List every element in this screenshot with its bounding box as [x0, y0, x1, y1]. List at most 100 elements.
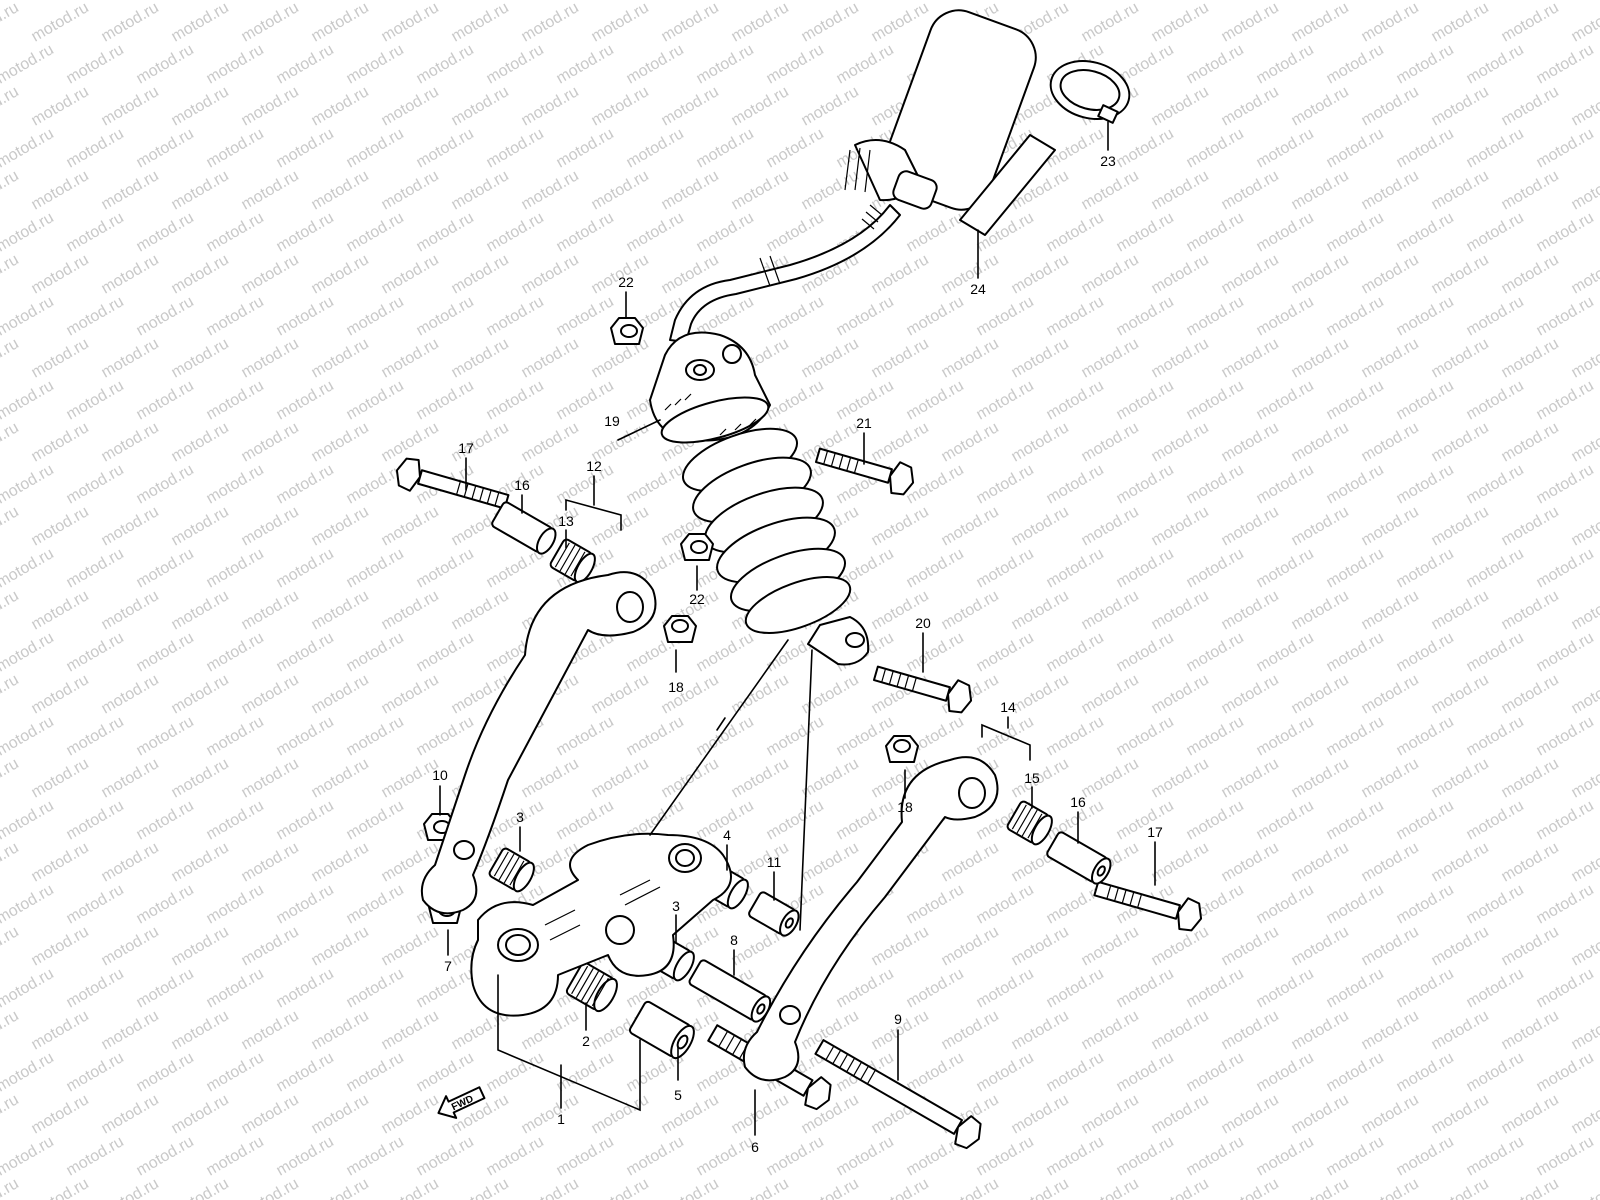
watermark-text: motod.ru [834, 0, 897, 3]
watermark-text: motod.ru [309, 83, 372, 129]
watermark-text: motod.ru [904, 209, 967, 255]
watermark-text: motod.ru [1569, 923, 1600, 969]
watermark-text: motod.ru [134, 545, 197, 591]
watermark-text: motod.ru [1534, 965, 1597, 1011]
watermark-text: motod.ru [1114, 713, 1177, 759]
watermark-text: motod.ru [484, 1133, 547, 1179]
watermark-text: motod.ru [519, 419, 582, 465]
watermark-text: motod.ru [939, 1175, 1002, 1200]
watermark-text: motod.ru [344, 881, 407, 927]
watermark-text: motod.ru [519, 167, 582, 213]
watermark-text: motod.ru [1394, 125, 1457, 171]
watermark-text: motod.ru [1429, 755, 1492, 801]
watermark-text: motod.ru [1464, 377, 1527, 423]
watermark-text: motod.ru [1569, 503, 1600, 549]
watermark-text: motod.ru [1219, 251, 1282, 297]
watermark-text: motod.ru [1534, 209, 1597, 255]
watermark-text: motod.ru [1009, 923, 1072, 969]
watermark-text: motod.ru [1464, 461, 1527, 507]
callout-12: 12 [586, 458, 602, 474]
watermark-text: motod.ru [1254, 1049, 1317, 1095]
watermark-text: motod.ru [99, 419, 162, 465]
watermark-text: motod.ru [1149, 0, 1212, 45]
watermark-text: motod.ru [0, 545, 57, 591]
watermark-text: motod.ru [1324, 293, 1387, 339]
watermark-text: motod.ru [1464, 713, 1527, 759]
watermark-text: motod.ru [554, 797, 617, 843]
watermark-text: motod.ru [1324, 1049, 1387, 1095]
watermark-text: motod.ru [29, 251, 92, 297]
watermark-text: motod.ru [169, 1175, 232, 1200]
watermark-text: motod.ru [519, 1175, 582, 1200]
watermark-text: motod.ru [414, 377, 477, 423]
watermark-text: motod.ru [1114, 545, 1177, 591]
watermark-text: motod.ru [449, 167, 512, 213]
watermark-text: motod.ru [1184, 293, 1247, 339]
watermark-text: motod.ru [204, 1133, 267, 1179]
watermark-text: motod.ru [99, 167, 162, 213]
watermark-text: motod.ru [204, 461, 267, 507]
watermark-text: motod.ru [1079, 335, 1142, 381]
watermark-text: motod.ru [64, 209, 127, 255]
watermark-text: motod.ru [834, 293, 897, 339]
watermark-text: motod.ru [799, 83, 862, 129]
watermark-text: motod.ru [1569, 1175, 1600, 1200]
watermark-text: motod.ru [449, 335, 512, 381]
watermark-text: motod.ru [169, 251, 232, 297]
watermark-text: motod.ru [1254, 293, 1317, 339]
watermark-text: motod.ru [1569, 839, 1600, 885]
watermark-text: motod.ru [1184, 545, 1247, 591]
watermark-text: motod.ru [1394, 629, 1457, 675]
watermark-text: motod.ru [904, 1049, 967, 1095]
watermark-text: motod.ru [309, 671, 372, 717]
watermark-text: motod.ru [1429, 0, 1492, 45]
watermark-text: motod.ru [1394, 209, 1457, 255]
watermark-text: motod.ru [0, 965, 57, 1011]
watermark-text: motod.ru [484, 41, 547, 87]
watermark-text: motod.ru [1429, 83, 1492, 129]
watermark-text: motod.ru [1359, 419, 1422, 465]
watermark-text: motod.ru [1114, 461, 1177, 507]
watermark-text: motod.ru [1429, 839, 1492, 885]
callout-16-left: 16 [514, 477, 530, 493]
watermark-text: motod.ru [1359, 83, 1422, 129]
watermark-text: motod.ru [0, 1007, 22, 1053]
watermark-text: motod.ru [379, 335, 442, 381]
watermark-text: motod.ru [309, 1091, 372, 1137]
watermark-text: motod.ru [1184, 461, 1247, 507]
callout-3-lower: 3 [672, 898, 680, 914]
watermark-text: motod.ru [1184, 797, 1247, 843]
watermark-text: motod.ru [799, 167, 862, 213]
watermark-text: motod.ru [974, 461, 1037, 507]
callout-10: 10 [432, 767, 448, 783]
shock-absorber [649, 331, 870, 666]
watermark-text: motod.ru [519, 1091, 582, 1137]
watermark-text: motod.ru [974, 713, 1037, 759]
watermark-text: motod.ru [134, 41, 197, 87]
watermark-text: motod.ru [1289, 755, 1352, 801]
watermark-text: motod.ru [0, 377, 57, 423]
watermark-text: motod.ru [1429, 251, 1492, 297]
watermark-text: motod.ru [729, 1091, 792, 1137]
centre-lines [649, 639, 813, 931]
watermark-text: motod.ru [99, 755, 162, 801]
watermark-text: motod.ru [1569, 335, 1600, 381]
watermark-text: motod.ru [1114, 125, 1177, 171]
watermark-text: motod.ru [204, 545, 267, 591]
watermark-text: motod.ru [1359, 671, 1422, 717]
watermark-text: motod.ru [1324, 965, 1387, 1011]
watermark-text: motod.ru [344, 1049, 407, 1095]
watermark-text: motod.ru [239, 1091, 302, 1137]
watermark-text: motod.ru [1289, 587, 1352, 633]
watermark-text: motod.ru [694, 125, 757, 171]
watermark-text: motod.ru [204, 629, 267, 675]
cushion-lever [470, 832, 732, 1017]
watermark-text: motod.ru [204, 209, 267, 255]
watermark-text: motod.ru [414, 545, 477, 591]
watermark-text: motod.ru [1394, 293, 1457, 339]
watermark-text: motod.ru [1394, 461, 1457, 507]
watermark-text: motod.ru [1534, 125, 1597, 171]
callout-17-left: 17 [458, 440, 474, 456]
watermark-text: motod.ru [1009, 503, 1072, 549]
watermark-text: motod.ru [0, 251, 22, 297]
